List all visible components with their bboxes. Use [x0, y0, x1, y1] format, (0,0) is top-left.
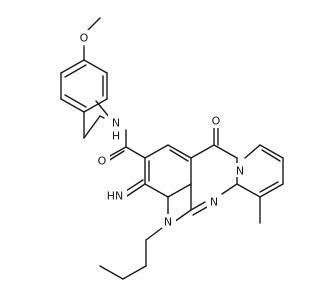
atom-label-n: N — [236, 165, 244, 178]
bond — [83, 98, 108, 113]
bond — [236, 183, 261, 198]
bond — [173, 209, 192, 223]
bond — [190, 144, 215, 159]
bond — [259, 144, 284, 159]
atom-label-n: N — [164, 216, 172, 229]
bond — [213, 144, 238, 159]
bond — [99, 115, 105, 119]
bond — [192, 206, 208, 216]
bond — [144, 144, 169, 159]
atom-label-o: O — [80, 32, 89, 45]
bond — [83, 115, 101, 139]
bond — [107, 146, 127, 158]
molecule-structure: O N H O O N HN N N — [60, 17, 284, 280]
atom-labels: O N H O O N HN N N — [78, 30, 247, 229]
bond — [261, 149, 281, 162]
bond — [145, 227, 163, 241]
atom-label-n: N — [112, 117, 120, 130]
bond — [107, 150, 125, 162]
bond — [122, 265, 147, 280]
bond — [244, 144, 261, 159]
bond — [95, 100, 111, 119]
bond — [60, 59, 85, 74]
atom-label-hn: HN — [107, 190, 124, 203]
atom-label-h: H — [112, 130, 120, 143]
bond — [64, 94, 87, 108]
bond-lines — [60, 17, 284, 280]
bond — [83, 59, 108, 74]
bond — [126, 183, 146, 197]
atom-label-n: N — [210, 196, 218, 209]
bond — [99, 265, 124, 280]
bond — [125, 179, 144, 192]
atom-label-o: O — [98, 155, 107, 168]
bond — [259, 183, 284, 198]
bond — [167, 144, 192, 159]
bond — [259, 181, 279, 193]
bond — [169, 149, 189, 162]
bond — [125, 146, 146, 159]
bond — [167, 183, 192, 198]
atom-label-o: O — [212, 115, 221, 128]
bond — [144, 183, 169, 198]
bond — [87, 17, 101, 31]
bond — [221, 183, 238, 195]
bond — [190, 201, 206, 211]
bond — [64, 64, 87, 78]
bond — [60, 98, 85, 113]
